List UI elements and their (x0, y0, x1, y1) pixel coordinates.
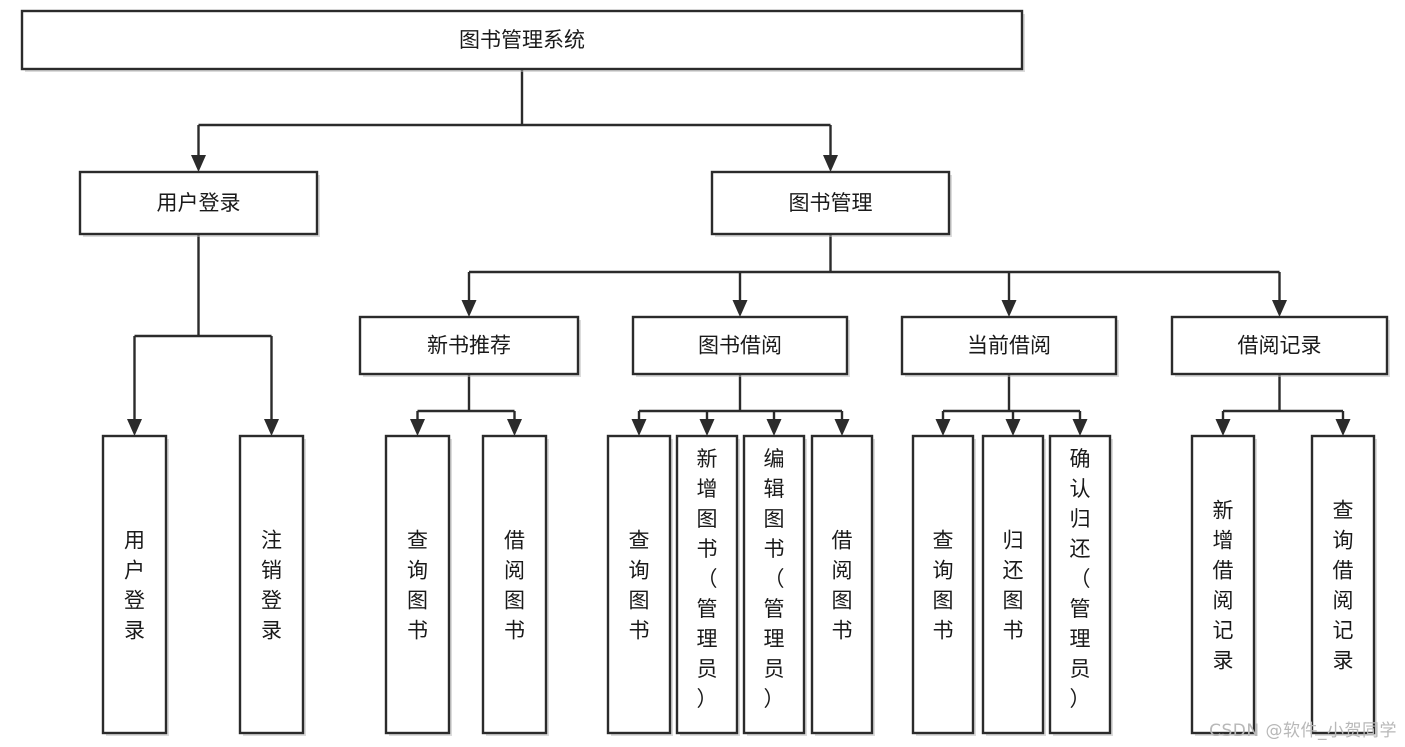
node-current-borrow[interactable]: 当前借阅 (900, 315, 1119, 377)
node-outline (1310, 434, 1376, 735)
node-leaf-logout[interactable]: 注销登录 (238, 434, 306, 736)
node-leaf-query-book-recommend[interactable]: 查询图书 (384, 434, 452, 736)
arrow-head (410, 419, 425, 436)
node-label: 用户登录 (124, 529, 145, 643)
arrow-head (699, 419, 715, 436)
arrow-head (766, 419, 782, 436)
node-outline (981, 434, 1045, 735)
node-outline (238, 434, 305, 735)
node-leaf-query-borrow-record[interactable]: 查询借阅记录 (1310, 434, 1377, 736)
arrow-head (732, 300, 748, 317)
node-layer: 图书管理系统用户登录图书管理新书推荐图书借阅当前借阅借阅记录用户登录注销登录查询… (20, 9, 1390, 736)
arrow-head (264, 419, 279, 436)
node-label: 借阅记录 (1238, 334, 1322, 358)
arrow-head (507, 419, 522, 436)
node-outline (606, 434, 672, 735)
node-outline (810, 434, 874, 735)
node-outline (384, 434, 451, 735)
node-label: 借阅图书 (832, 529, 853, 643)
node-leaf-user-login[interactable]: 用户登录 (101, 434, 169, 736)
node-label: 当前借阅 (967, 334, 1051, 358)
node-label: 编辑图书（管理员） (764, 447, 785, 711)
node-leaf-query-book-current[interactable]: 查询图书 (911, 434, 976, 736)
arrow-head (935, 419, 951, 436)
node-new-book-recommend[interactable]: 新书推荐 (358, 315, 581, 377)
node-label: 查询借阅记录 (1333, 499, 1354, 673)
node-outline (675, 434, 739, 735)
node-outline (358, 315, 580, 376)
node-label: 归还图书 (1003, 529, 1024, 643)
node-leaf-query-book[interactable]: 查询图书 (606, 434, 673, 736)
node-outline (1170, 315, 1389, 376)
node-root-root[interactable]: 图书管理系统 (20, 9, 1025, 72)
node-label: 用户登录 (157, 191, 241, 215)
arrow-head (1335, 419, 1351, 436)
arrow-head (1001, 300, 1017, 317)
node-label: 新书推荐 (427, 334, 511, 358)
connector-layer (127, 69, 1351, 436)
node-outline (631, 315, 849, 376)
node-outline (101, 434, 168, 735)
node-outline (1048, 434, 1112, 735)
node-outline (911, 434, 975, 735)
node-label: 查询图书 (407, 529, 428, 643)
node-label: 新增借阅记录 (1213, 499, 1234, 673)
arrow-head (631, 419, 647, 436)
node-book-management[interactable]: 图书管理 (710, 170, 952, 237)
node-label: 图书管理 (789, 191, 873, 215)
node-user-login[interactable]: 用户登录 (78, 170, 320, 237)
node-leaf-edit-book-admin[interactable]: 编辑图书（管理员） (742, 434, 807, 736)
arrow-head (1272, 300, 1287, 317)
node-label: 注销登录 (261, 529, 282, 643)
node-leaf-add-book-admin[interactable]: 新增图书（管理员） (675, 434, 740, 736)
node-leaf-borrow-book[interactable]: 借阅图书 (810, 434, 875, 736)
node-leaf-add-borrow-record[interactable]: 新增借阅记录 (1190, 434, 1257, 736)
node-label: 图书管理系统 (459, 28, 585, 52)
node-borrow-record[interactable]: 借阅记录 (1170, 315, 1390, 377)
arrow-head (823, 155, 838, 172)
node-leaf-borrow-book-recommend[interactable]: 借阅图书 (481, 434, 549, 736)
arrow-head (127, 419, 142, 436)
node-label: 图书借阅 (698, 334, 782, 358)
arrow-head (1005, 419, 1021, 436)
node-label: 确认归还（管理员） (1070, 447, 1091, 711)
arrow-head (1215, 419, 1231, 436)
node-leaf-confirm-return-admin[interactable]: 确认归还（管理员） (1048, 434, 1113, 736)
arrow-head (461, 300, 477, 317)
node-outline (20, 9, 1024, 71)
node-label: 查询图书 (629, 529, 650, 643)
node-outline (900, 315, 1118, 376)
arrow-head (834, 419, 850, 436)
node-outline (1190, 434, 1256, 735)
node-outline (710, 170, 951, 236)
node-label: 借阅图书 (504, 529, 525, 643)
node-outline (742, 434, 806, 735)
arrow-head (191, 155, 206, 172)
node-label: 新增图书（管理员） (697, 447, 718, 711)
node-outline (481, 434, 548, 735)
node-book-borrow[interactable]: 图书借阅 (631, 315, 850, 377)
arrow-head (1072, 419, 1088, 436)
node-outline (78, 170, 319, 236)
node-label: 查询图书 (933, 529, 954, 643)
node-leaf-return-book[interactable]: 归还图书 (981, 434, 1046, 736)
csdn-watermark: CSDN @软件_小贺同学 (1209, 721, 1397, 741)
